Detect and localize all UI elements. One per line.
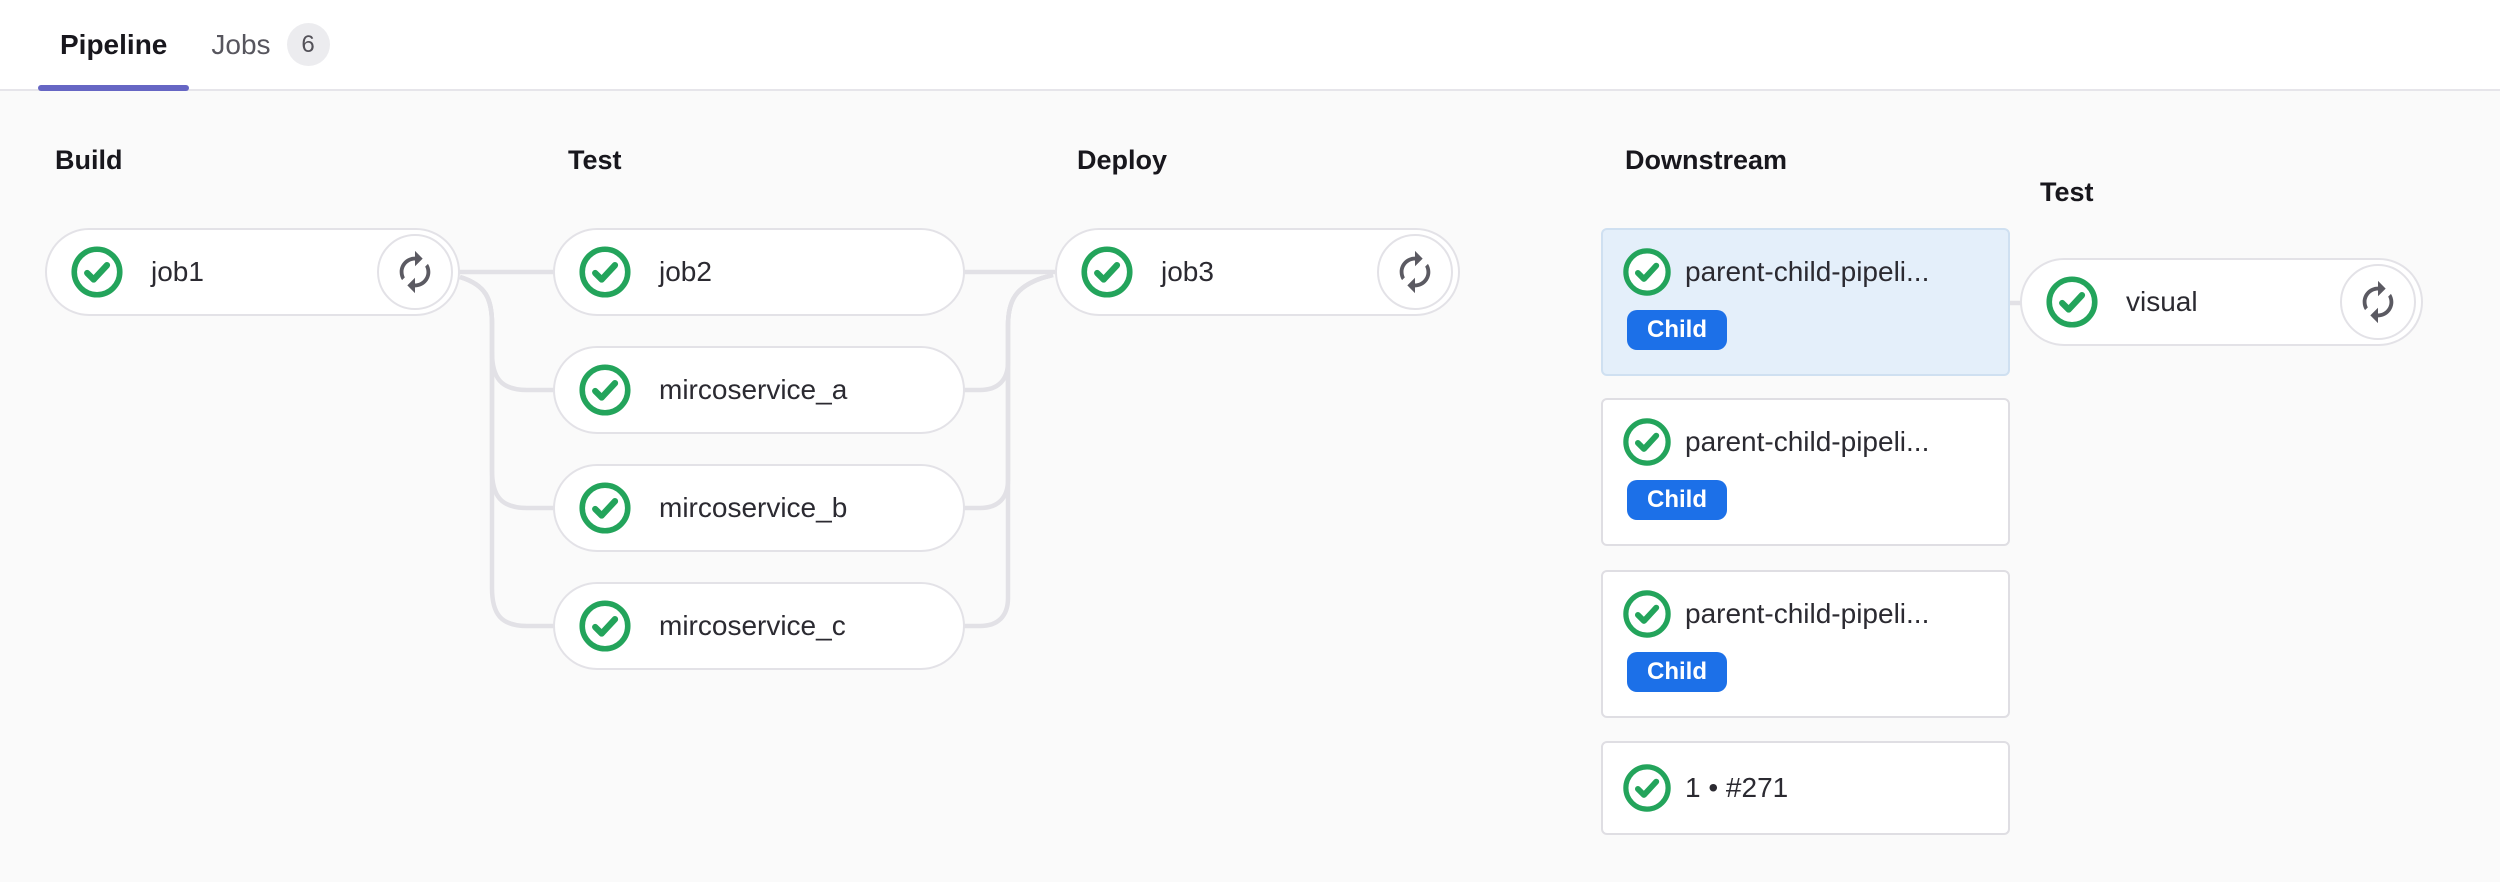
status-success-icon — [1623, 248, 1671, 296]
downstream-pipeline-card-3[interactable]: parent-child-pipeli... Child — [1601, 570, 2010, 718]
job-pill-job1[interactable]: job1 — [45, 228, 460, 316]
downstream-pipeline-label: parent-child-pipeli... — [1685, 256, 1930, 287]
downstream-card-row: 1 • #271 — [1621, 762, 1788, 814]
retry-job-button[interactable] — [2340, 264, 2416, 340]
jobs-count-badge: 6 — [286, 23, 330, 66]
status-success-icon — [1623, 418, 1671, 466]
job-label: job1 — [151, 256, 204, 287]
stage-title-deploy: Deploy — [1077, 145, 1168, 175]
retry-icon — [1399, 250, 1431, 294]
retry-job-button[interactable] — [1377, 234, 1453, 310]
job-pill-visual[interactable]: visual — [2020, 258, 2423, 346]
downstream-pipeline-card-1[interactable]: parent-child-pipeli... Child — [1601, 228, 2010, 376]
downstream-pipeline-card-2[interactable]: parent-child-pipeli... Child — [1601, 398, 2010, 546]
downstream-card-row: parent-child-pipeli... — [1621, 416, 1990, 468]
status-success-icon — [1623, 590, 1671, 638]
tab-pipeline[interactable]: Pipeline — [38, 0, 190, 91]
active-tab-indicator — [38, 85, 190, 91]
job-label: job3 — [1161, 256, 1214, 287]
status-success-icon — [579, 600, 631, 652]
job-label: mircoservice_c — [659, 610, 846, 641]
status-success-icon — [1081, 246, 1133, 298]
status-success-icon — [1623, 764, 1671, 812]
status-success-icon — [71, 246, 123, 298]
child-pipeline-badge[interactable]: Child — [1627, 480, 1727, 520]
job-pill-mircoservice-b[interactable]: mircoservice_b — [553, 464, 965, 552]
stage-title-test: Test — [568, 145, 622, 175]
job-label: mircoservice_a — [659, 374, 848, 405]
stage-title-test-downstream: Test — [2040, 177, 2094, 207]
downstream-pipeline-label: parent-child-pipeli... — [1685, 426, 1930, 457]
job-pill-mircoservice-c[interactable]: mircoservice_c — [553, 582, 965, 670]
stage-title-build: Build — [55, 145, 123, 175]
retry-icon — [2362, 280, 2394, 324]
downstream-pipeline-card-4[interactable]: 1 • #271 — [1601, 741, 2010, 835]
job-label: mircoservice_b — [659, 492, 848, 523]
downstream-card-row: parent-child-pipeli... — [1621, 588, 1990, 640]
child-pipeline-badge[interactable]: Child — [1627, 310, 1727, 350]
downstream-pipeline-label: parent-child-pipeli... — [1685, 598, 1930, 629]
stage-title-downstream: Downstream — [1625, 145, 1788, 175]
status-success-icon — [579, 246, 631, 298]
pipeline-tab-bar: Pipeline Jobs 6 — [0, 0, 2500, 91]
job-label: visual — [2126, 286, 2198, 317]
job-pill-job3[interactable]: job3 — [1055, 228, 1460, 316]
status-success-icon — [579, 482, 631, 534]
job-pill-job2[interactable]: job2 — [553, 228, 965, 316]
retry-icon — [399, 250, 431, 294]
downstream-card-row: parent-child-pipeli... — [1621, 246, 1990, 298]
job-pill-mircoservice-a[interactable]: mircoservice_a — [553, 346, 965, 434]
tab-jobs-label: Jobs — [211, 28, 271, 60]
retry-job-button[interactable] — [377, 234, 453, 310]
tab-jobs[interactable]: Jobs 6 — [189, 0, 351, 89]
job-label: job2 — [659, 256, 712, 287]
status-success-icon — [579, 364, 631, 416]
tab-pipeline-label: Pipeline — [60, 28, 168, 60]
status-success-icon — [2046, 276, 2098, 328]
child-pipeline-badge[interactable]: Child — [1627, 652, 1727, 692]
downstream-pipeline-label: 1 • #271 — [1685, 772, 1789, 803]
